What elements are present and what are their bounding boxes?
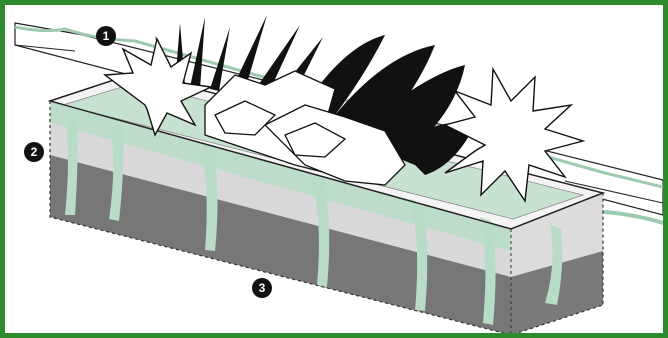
callout-2-label: 2 [31, 145, 38, 159]
planter-illustration [5, 5, 663, 333]
callout-3: 3 [252, 278, 272, 298]
callout-1-label: 1 [103, 29, 110, 43]
callout-3-label: 3 [259, 281, 266, 295]
callout-1: 1 [96, 26, 116, 46]
callout-2: 2 [24, 142, 44, 162]
